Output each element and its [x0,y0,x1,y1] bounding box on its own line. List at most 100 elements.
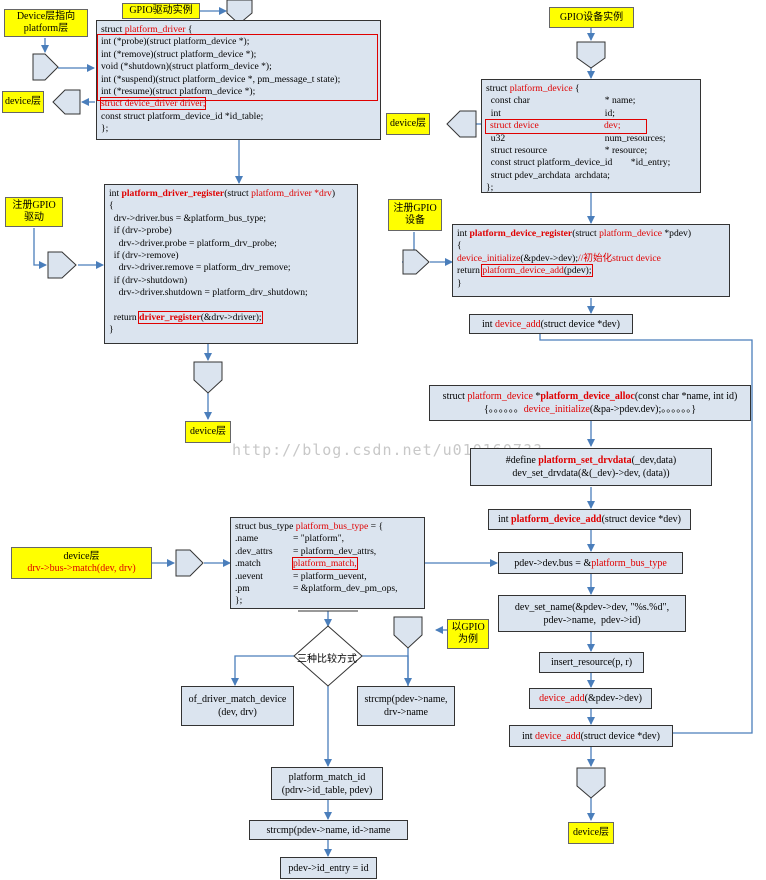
code-token: (&pa->pdev.dev);。。。。。。} [589,404,697,415]
code-line: } [109,324,114,336]
field-name: archdata; [574,169,610,181]
code-token: (&pdev->dev) [584,693,642,704]
code-line: { [109,200,114,212]
code-token: pdev->dev.bus = & [514,557,592,569]
code-token: (struct device *dev) [540,318,621,330]
code-line: } [457,277,462,289]
device-add-bottom: int device_add(struct device *dev) [509,725,673,747]
code-line: drv->driver.probe = platform_drv_probe; [109,237,277,249]
field-name: .name [235,533,259,545]
note-gpio-driver-example: GPIO驱动实例 [122,3,200,19]
code-comment: //初始化struct device [578,252,661,264]
field-name: .match [235,558,261,570]
code-line: drv->driver.remove = platform_drv_remove… [109,262,291,274]
code-line: drv->driver.bus = &platform_bus_type; [109,212,267,224]
pdev-dev-bus: pdev->dev.bus = &platform_bus_type [498,552,683,574]
func-name: platform_device_alloc [540,391,635,402]
field-type: const struct platform_device_id [490,157,613,169]
func-name: device_initialize [523,404,590,415]
code-token: (struct [572,228,600,239]
code-token: (const char *name, int id) [634,391,738,402]
code-token: ) [331,188,336,199]
field-type: const char [490,95,530,107]
of-driver-match-device: of_driver_match_device (dev, drv) [181,686,294,726]
field-name: .uevent [235,570,263,582]
platform-device-register: int platform_device_register(struct plat… [452,224,730,297]
code-token: * [532,391,541,402]
code-token: platform_device [599,228,662,239]
code-line: }; [101,123,109,135]
code-token: (&pdev->dev); [520,252,579,264]
code-token: return [457,265,483,277]
code-token: (struct [224,188,252,199]
func-name: platform_device_add [482,265,564,277]
connector-pentagon [576,767,606,799]
field-name: * resource; [604,145,648,157]
code-line: }; [486,182,494,194]
field-value: = "platform", [293,533,345,545]
strcmp-id-name: strcmp(pdev->name, id->name [249,820,408,840]
code-line: int (*resume)(struct platform_device *); [101,86,256,98]
func-name: device_initialize [457,252,521,264]
note-device-layer-2: device层 [386,113,430,135]
connector-pentagon [52,89,81,115]
code-line: }; [235,595,243,607]
code-token: platform_bus_type [591,557,667,569]
func-name: platform_device_add [511,514,602,525]
connector-pentagon [175,549,204,577]
compare-methods-label: 三种比较方式 [297,654,357,665]
code-token: platform_device [467,391,533,402]
decision-diamond [293,625,363,687]
code-line: { [457,240,462,252]
code-line: if (drv->shutdown) [109,274,188,286]
code-line: if (drv->probe) [109,225,172,237]
connector-pentagon [393,616,423,649]
code-token: (&drv->driver); [200,312,262,324]
connector [231,655,294,686]
code-token: = { [368,521,384,532]
struct-name: platform_driver [124,24,186,35]
note-device-match-sub: drv->bus->match(dev, drv) [27,563,136,574]
watermark: http://blog.csdn.net/u0101607?? [232,441,543,459]
connector [362,655,412,686]
field-name: num_resources; [604,132,666,144]
note-device-match: device层 drv->bus->match(dev, drv) [11,547,152,579]
code-token: *pdev) [661,228,692,239]
code-token: struct [486,83,510,94]
field-value-match: platform_match, [292,557,358,571]
connector-pentagon [47,251,77,279]
platform-set-drvdata: #define platform_set_drvdata(_dev,data) … [470,448,712,486]
code-token: int [457,228,470,239]
note-device-layer-3: device层 [185,421,231,443]
code-line-driver: struct device_driver driver; [99,97,207,111]
code-line: if (drv->remove) [109,250,179,262]
device-add-mid: device_add(&pdev->dev) [529,688,652,709]
code-token: return [109,312,140,324]
func-name: driver_register [139,312,201,324]
platform-device-struct: struct platform_device { const char* nam… [481,79,701,193]
code-token: (pdev); [563,265,592,277]
connector-pentagon [576,41,606,69]
field-type: struct resource [490,145,548,157]
platform-match-id: platform_match_id (pdrv->id_table, pdev) [271,767,383,800]
connector-pentagon [193,361,223,394]
field-value: = platform_dev_attrs, [293,545,377,557]
code-token: { [572,83,580,94]
struct-name: platform_bus_type [295,521,369,532]
func-name: device_add [539,693,585,704]
code-line: void (*shutdown)(struct platform_device … [101,61,272,73]
note-register-gpio-device: 注册GPIO 设备 [388,199,442,231]
code-token: (_dev,data) [631,455,677,466]
field-name: .pm [235,583,250,595]
platform-device-alloc: struct platform_device *platform_device_… [429,385,751,421]
platform-bus-type-struct: struct bus_type platform_bus_type = { .n… [230,517,425,609]
func-name: device_add [495,318,541,330]
code-token: (struct device *dev) [601,514,682,525]
func-name: platform_driver_register [121,188,225,199]
connector-pentagon [226,0,253,25]
connector-pentagon [402,249,430,275]
strcmp-drv-name: strcmp(pdev->name, drv->name [357,686,455,726]
field-name: *id_entry; [630,157,671,169]
